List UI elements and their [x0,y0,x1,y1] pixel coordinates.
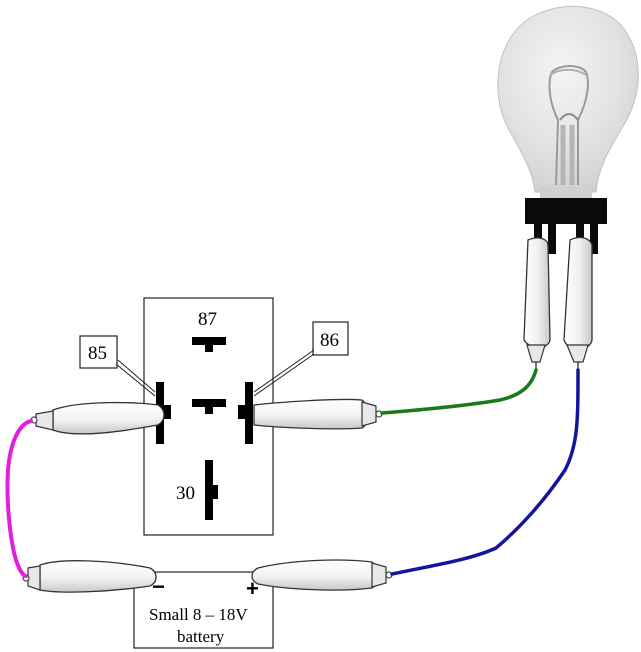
wire-green-86-to-bulb [380,368,538,415]
bulb-clip-right[interactable] [563,236,593,370]
pin-86-label: 86 [320,330,339,351]
battery-clip-right[interactable] [251,559,393,591]
light-bulb [497,5,639,254]
relay-pin-30 [205,460,218,520]
battery-label-line1: Small 8 – 18V [149,605,248,624]
bulb-clip-left[interactable] [523,237,551,370]
wire-pink-85-to-battery-minus [5,419,33,578]
battery: − + Small 8 – 18V battery [133,571,274,649]
battery-clip-left[interactable] [22,560,157,593]
bulb-filament [548,65,589,186]
pin-86-callout-box [312,321,349,356]
battery-label-line2: battery [177,627,225,646]
pin-85-label: 85 [88,343,107,364]
relay-pin-87 [192,337,226,352]
pin-87-label: 87 [198,309,217,330]
relay-pin-86 [238,382,253,444]
battery-body [133,571,274,649]
wire-blue-battery-plus-to-bulb [390,368,580,576]
pin-86-leader-line [253,349,315,397]
pin-85-callout-box [79,335,118,369]
relay-pin-87a [192,399,226,414]
bulb-glass [497,5,639,193]
relay-clip-right[interactable] [253,398,383,430]
bulb-neck [540,186,592,198]
pin-85-leader-line [115,359,156,397]
bulb-base [525,198,607,224]
relay: 87 30 85 86 [79,297,349,536]
pin-30-label: 30 [176,483,195,504]
relay-clip-left[interactable] [30,401,165,435]
